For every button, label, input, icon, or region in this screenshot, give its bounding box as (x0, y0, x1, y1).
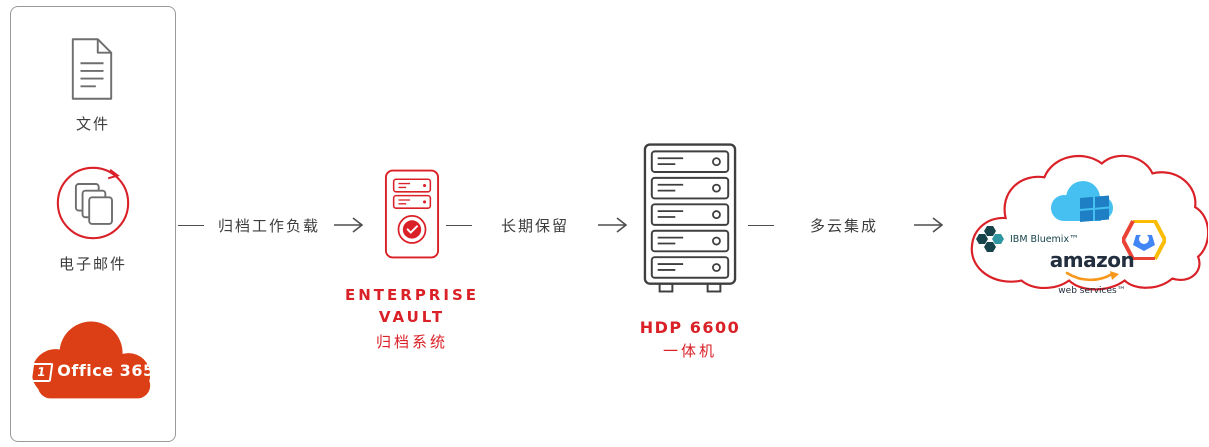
enterprise-vault-subtitle: 归档系统 (375, 333, 448, 351)
arrow-right-icon (913, 217, 944, 233)
enterprise-vault-title-line1: ENTERPRISE (344, 286, 479, 304)
connector-label: 长期保留 (500, 216, 569, 235)
connector-label: 归档工作负载 (217, 216, 320, 235)
office365-cloud-shape (31, 321, 151, 399)
email-label: 电子邮件 (58, 255, 127, 273)
aws-word: amazon (1049, 248, 1135, 272)
hdp-caption: HDP 6600 一体机 (592, 316, 788, 362)
connector-archive-workload: 归档工作负载 (178, 213, 368, 237)
document-icon (71, 38, 113, 100)
office365-label: Office 365 (57, 361, 155, 380)
enterprise-vault-caption: ENTERPRISE VAULT 归档系统 (332, 284, 492, 353)
hdp-title: HDP 6600 (639, 318, 741, 337)
azure-windows-icon (1051, 181, 1113, 222)
office365-one-mark: 1 (30, 363, 54, 382)
arrow-right-icon (597, 217, 628, 233)
arrow-right-icon (333, 217, 364, 233)
aws-smile-icon (1065, 271, 1119, 282)
enterprise-vault-server-icon (384, 169, 440, 259)
ibm-hexagons-icon (976, 226, 1004, 252)
multicloud-group: IBM Bluemix™ amazon web services™ (960, 146, 1209, 306)
aws-logo: amazon web services™ (1034, 250, 1150, 296)
cloud-outline-icon (970, 154, 1209, 291)
hdp-subtitle: 一体机 (662, 342, 717, 360)
connector-line (748, 224, 774, 226)
connector-label: 多云集成 (809, 216, 878, 235)
enterprise-vault-title-line2: VAULT (378, 308, 446, 326)
google-cloud-icon (1122, 220, 1166, 260)
connector-multicloud: 多云集成 (748, 213, 948, 237)
hdp-appliance-icon (643, 143, 737, 293)
connector-line (178, 224, 204, 226)
email-stack-icon (56, 166, 130, 240)
connector-long-term-retention: 长期保留 (446, 213, 632, 237)
files-label: 文件 (75, 115, 110, 133)
ibm-bluemix-logo: IBM Bluemix™ (976, 226, 1079, 252)
connector-line (446, 224, 472, 226)
ibm-bluemix-label: IBM Bluemix™ (1010, 233, 1079, 245)
aws-subtext: web services™ (1058, 286, 1126, 296)
